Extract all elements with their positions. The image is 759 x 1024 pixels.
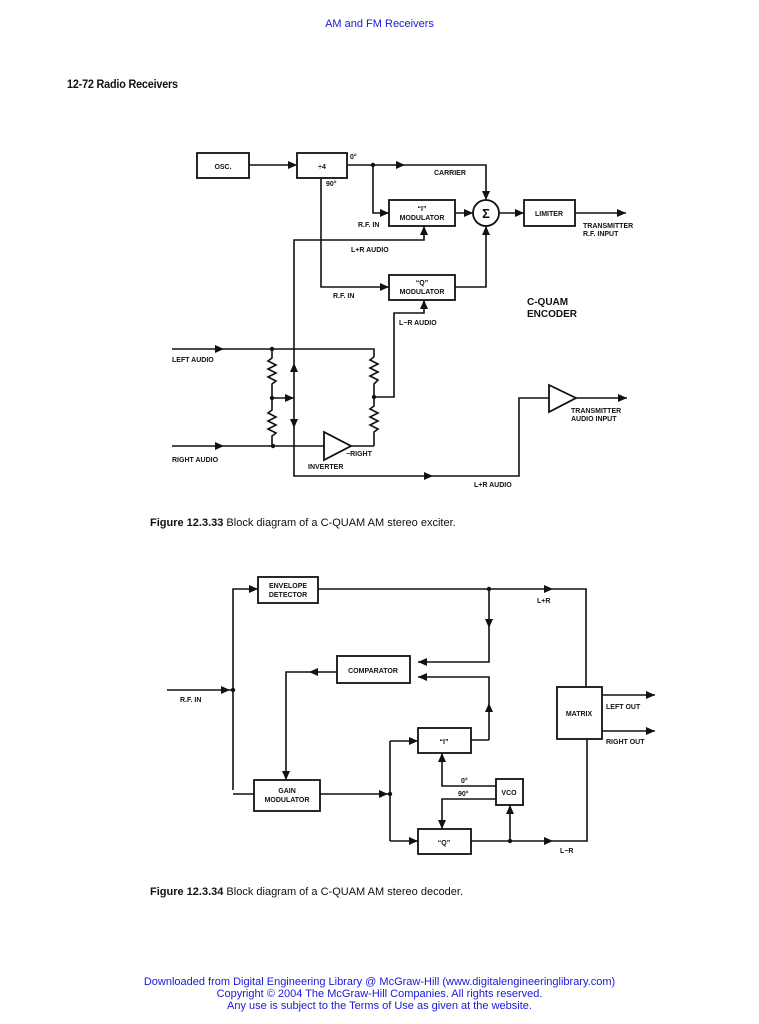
gain-modulator-block	[253, 779, 321, 812]
q-mod-label-1: “Q”	[416, 280, 428, 287]
rf-in-q-label: R.F. IN	[333, 293, 354, 300]
i-demod-block	[417, 727, 472, 754]
inverter-block	[323, 430, 353, 462]
phase-0-label: 0°	[350, 153, 357, 161]
encoder-title-1: C-QUAM	[527, 297, 568, 308]
decoder-diagram: R.F. IN ENVELOPE DETECTOR L+R COMPARATOR…	[167, 576, 655, 855]
summer-label: Σ	[482, 206, 490, 221]
left-audio-label: LEFT AUDIO	[172, 357, 214, 364]
comparator-block	[336, 655, 411, 684]
tx-rf-label-1: TRANSMITTER	[583, 223, 633, 230]
caption-text: Block diagram of a C-QUAM AM stereo exci…	[223, 517, 456, 529]
divider-label: ÷4	[318, 164, 326, 171]
inverter-label: INVERTER	[308, 464, 343, 471]
arrow	[288, 161, 297, 169]
footer-line: Copyright © 2004 The McGraw-Hill Compani…	[216, 988, 543, 1000]
lr-sum-audio-label: L+R AUDIO	[351, 247, 389, 254]
q-demod-block	[417, 828, 472, 855]
right-audio-label: RIGHT AUDIO	[172, 457, 219, 464]
footer-line: Any use is subject to the Terms of Use a…	[227, 1000, 532, 1012]
vco-label: VCO	[501, 790, 517, 797]
phase-90-label: 90°	[326, 180, 337, 188]
neg-right-label: −RIGHT	[346, 451, 373, 458]
carrier-label: CARRIER	[434, 170, 466, 177]
osc-block	[196, 152, 250, 179]
l-plus-r-label: L+R	[537, 598, 550, 605]
q-demod-label: “Q”	[438, 840, 450, 847]
left-out-label: LEFT OUT	[606, 704, 641, 711]
tx-audio-label-1: TRANSMITTER	[571, 408, 621, 415]
encoder-diagram: OSC. ÷4 0° 90° CARRIER R.F. IN “I” MODUL…	[172, 152, 633, 489]
resistor	[368, 356, 380, 397]
rf-in-i-label: R.F. IN	[358, 222, 379, 229]
tx-rf-label-2: R.F. INPUT	[583, 231, 619, 238]
env-label-2: DETECTOR	[269, 592, 307, 599]
caption-text: Block diagram of a C-QUAM AM stereo deco…	[223, 886, 464, 898]
matrix-block	[556, 686, 603, 740]
footer-line[interactable]: Downloaded from Digital Engineering Libr…	[143, 976, 616, 988]
osc-label: OSC.	[214, 164, 231, 171]
dec-phase-0-label: 0°	[461, 777, 468, 785]
l-minus-r-label: L−R	[560, 848, 573, 855]
encoder-title-2: ENCODER	[527, 309, 578, 320]
i-mod-label-2: MODULATOR	[400, 215, 445, 222]
running-header: AM and FM Receivers	[325, 18, 434, 30]
caption-label: Figure 12.3.34	[150, 886, 224, 898]
q-mod-label-2: MODULATOR	[400, 289, 445, 296]
i-mod-label-1: “I”	[418, 206, 427, 213]
caption-label: Figure 12.3.33	[150, 517, 224, 529]
divider-block	[296, 152, 348, 179]
envelope-detector-block	[257, 576, 319, 604]
footer: Downloaded from Digital Engineering Libr…	[0, 976, 759, 1012]
right-out-label: RIGHT OUT	[606, 739, 645, 746]
lr-diff-audio-label: L−R AUDIO	[399, 320, 437, 327]
i-modulator-block	[388, 199, 456, 227]
resistor	[266, 349, 278, 398]
tx-audio-label-2: AUDIO INPUT	[571, 416, 617, 423]
resistor	[266, 398, 278, 446]
q-modulator-block	[388, 274, 456, 301]
lr-sum-audio-bottom-label: L+R AUDIO	[474, 482, 512, 489]
rf-in-label: R.F. IN	[180, 697, 201, 704]
gain-label-2: MODULATOR	[265, 797, 310, 804]
i-demod-label: “I”	[440, 739, 449, 746]
comparator-label: COMPARATOR	[348, 668, 398, 675]
limiter-label: LIMITER	[535, 211, 563, 218]
matrix-label: MATRIX	[566, 711, 593, 718]
resistor	[368, 397, 380, 446]
figure-caption-decoder: Figure 12.3.34 Block diagram of a C-QUAM…	[150, 886, 463, 898]
dec-phase-90-label: 90°	[458, 790, 469, 798]
section-title: 12-72 Radio Receivers	[67, 77, 178, 91]
env-label-1: ENVELOPE	[269, 583, 307, 590]
figure-caption-encoder: Figure 12.3.33 Block diagram of a C-QUAM…	[150, 517, 456, 529]
gain-label-1: GAIN	[278, 788, 296, 795]
audio-amp-block	[548, 383, 579, 414]
